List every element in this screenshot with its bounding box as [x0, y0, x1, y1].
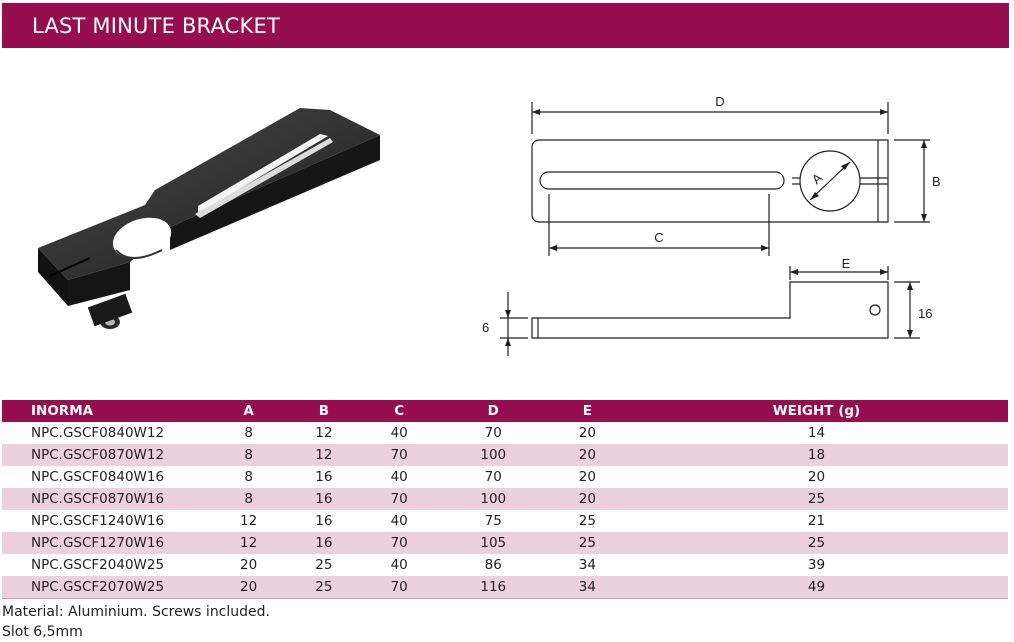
header-bar: LAST MINUTE BRACKET — [2, 3, 1009, 48]
col-header-weight: WEIGHT (g) — [624, 400, 1008, 422]
technical-drawing: D B A C E 16 6 — [482, 94, 941, 356]
dim-c-label: C — [654, 230, 663, 245]
cell-code: NPC.GSCF1270W16 — [2, 532, 211, 554]
dim-e-label: E — [842, 256, 851, 271]
cell-d: 116 — [436, 576, 550, 599]
cell-d: 86 — [484, 557, 502, 573]
cell-a: 20 — [211, 576, 287, 599]
cell-b: 16 — [286, 532, 362, 554]
cell-a: 12 — [211, 532, 287, 554]
cell-d: 70 — [484, 469, 502, 485]
cell-e: 20 — [578, 469, 596, 485]
spec-table: INORMA A B C D E WEIGHT (g) NPC.GSCF0840… — [2, 400, 1008, 599]
cell-c: 70 — [361, 576, 437, 599]
cell-c: 70 — [361, 444, 437, 466]
cell-c: 70 — [361, 488, 437, 510]
cell-a: 8 — [211, 488, 287, 510]
cell-code: NPC.GSCF0870W12 — [2, 444, 211, 466]
table-row: NPC.GSCF0840W16 8 16 40 70 20 20 — [2, 466, 1008, 488]
dim-d-label: D — [715, 94, 724, 109]
table-row: NPC.GSCF1240W16 12 16 40 75 25 21 — [2, 510, 1008, 532]
cell-weight: 14 — [807, 425, 826, 441]
cell-b: 12 — [286, 444, 362, 466]
cell-weight: 39 — [807, 557, 826, 573]
cell-code: NPC.GSCF2070W25 — [2, 576, 211, 599]
cell-c: 40 — [390, 469, 408, 485]
page-title: LAST MINUTE BRACKET — [32, 14, 281, 38]
cell-weight: 25 — [624, 532, 1008, 554]
cell-code: NPC.GSCF0840W12 — [31, 425, 165, 441]
material-note: Material: Aluminium. Screws included. — [2, 604, 270, 620]
table-row: NPC.GSCF2070W25 20 25 70 116 34 49 — [2, 576, 1008, 599]
cell-e: 20 — [549, 444, 625, 466]
dim-b-label: B — [932, 174, 941, 189]
table-row: NPC.GSCF0870W16 8 16 70 100 20 25 — [2, 488, 1008, 510]
cell-b: 16 — [286, 488, 362, 510]
col-header-inorma: INORMA — [2, 400, 211, 422]
cell-code: NPC.GSCF0870W16 — [2, 488, 211, 510]
cell-e: 34 — [549, 576, 625, 599]
table-row: NPC.GSCF1270W16 12 16 70 105 25 25 — [2, 532, 1008, 554]
cell-e: 25 — [549, 532, 625, 554]
col-header-b: B — [286, 400, 362, 422]
cell-weight: 25 — [624, 488, 1008, 510]
cell-d: 75 — [484, 513, 502, 529]
cell-b: 25 — [315, 557, 333, 573]
cell-c: 40 — [390, 557, 408, 573]
cell-a: 8 — [244, 469, 253, 485]
cell-a: 12 — [240, 513, 258, 529]
table-header-row: INORMA A B C D E WEIGHT (g) — [2, 400, 1008, 422]
table-row: NPC.GSCF0840W12 8 12 40 70 20 14 — [2, 422, 1008, 444]
cell-b: 25 — [286, 576, 362, 599]
dim-16-label: 16 — [918, 306, 932, 321]
cell-code: NPC.GSCF1240W16 — [31, 513, 165, 529]
cell-a: 8 — [244, 425, 253, 441]
cell-d: 70 — [484, 425, 502, 441]
cell-c: 40 — [390, 425, 408, 441]
cell-b: 12 — [315, 425, 333, 441]
table-row: NPC.GSCF2040W25 20 25 40 86 34 39 — [2, 554, 1008, 576]
table-row: NPC.GSCF0870W12 8 12 70 100 20 18 — [2, 444, 1008, 466]
product-photo — [38, 108, 380, 329]
cell-e: 34 — [578, 557, 596, 573]
cell-b: 16 — [315, 513, 333, 529]
cell-c: 70 — [361, 532, 437, 554]
cell-c: 40 — [390, 513, 408, 529]
col-header-c: C — [361, 400, 437, 422]
cell-weight: 20 — [807, 469, 826, 485]
cell-weight: 18 — [624, 444, 1008, 466]
cell-e: 20 — [549, 488, 625, 510]
cell-a: 20 — [240, 557, 258, 573]
col-header-e: E — [549, 400, 625, 422]
cell-e: 25 — [578, 513, 596, 529]
col-header-a: A — [211, 400, 287, 422]
dim-a-label: A — [809, 170, 826, 187]
cell-b: 16 — [315, 469, 333, 485]
cell-weight: 21 — [807, 513, 826, 529]
cell-weight: 49 — [624, 576, 1008, 599]
cell-code: NPC.GSCF2040W25 — [31, 557, 165, 573]
slot-note: Slot 6,5mm — [2, 624, 83, 640]
dim-6-label: 6 — [482, 320, 489, 335]
col-header-d: D — [436, 400, 550, 422]
cell-code: NPC.GSCF0840W16 — [31, 469, 165, 485]
cell-d: 100 — [436, 488, 550, 510]
cell-e: 20 — [578, 425, 596, 441]
cell-d: 105 — [436, 532, 550, 554]
cell-a: 8 — [211, 444, 287, 466]
cell-d: 100 — [436, 444, 550, 466]
